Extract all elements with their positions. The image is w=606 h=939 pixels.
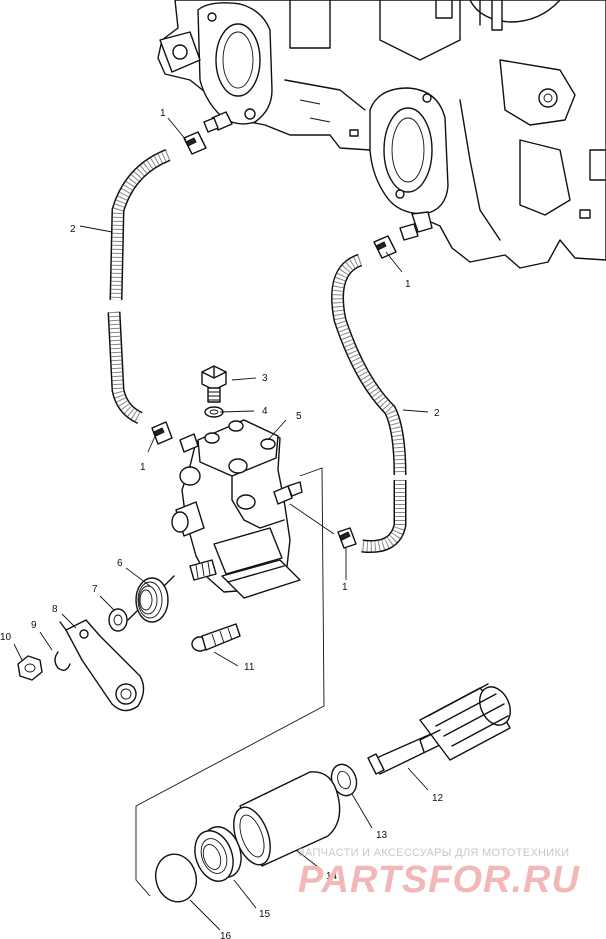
callout-7: 7 [92, 584, 98, 595]
callout-15: 15 [259, 909, 271, 920]
block-fitting-left [203, 111, 233, 133]
callout-13: 13 [376, 830, 388, 841]
banjo-bolt [201, 365, 227, 403]
callout-1-top-left: 1 [160, 108, 166, 119]
watermark-caption: ЗАПЧАСТИ И АКСЕССУАРЫ ДЛЯ МОТОТЕХНИКИ [298, 847, 569, 859]
watermark: ЗАПЧАСТИ И АКСЕССУАРЫ ДЛЯ МОТОТЕХНИКИ PA… [298, 847, 580, 901]
sealing-washer [204, 406, 224, 418]
return-spring [127, 575, 175, 623]
leader-lines [13, 117, 429, 931]
oil-pump-body [171, 419, 303, 599]
callout-1-top-right: 1 [405, 279, 411, 290]
retaining-clip [54, 651, 71, 671]
callout-1-pump-right: 1 [342, 582, 348, 593]
callout-8: 8 [52, 604, 58, 615]
callout-2-right: 2 [434, 408, 440, 419]
engine-cylinder-block [157, 0, 606, 269]
callout-11: 11 [244, 662, 255, 673]
callout-labels: 1 2 1 1 3 4 5 2 1 6 7 8 9 10 11 12 13 14… [0, 108, 444, 939]
callout-16: 16 [220, 931, 232, 939]
shaft-bushing [233, 771, 341, 867]
lock-nut [17, 655, 43, 681]
mounting-screw [191, 623, 241, 652]
assembly-reference-lines [135, 467, 335, 897]
hose-clamp-pump-right [337, 527, 357, 549]
hose-clamp-top-right [373, 235, 397, 259]
callout-4: 4 [262, 406, 268, 417]
oil-seal [194, 826, 242, 882]
callout-14: 14 [326, 871, 338, 882]
callout-12: 12 [432, 793, 444, 804]
block-fitting-right [399, 211, 433, 241]
pump-control-lever [59, 619, 145, 712]
snap-ring [155, 853, 197, 903]
hose-clamp-top-left [183, 131, 207, 155]
callout-3: 3 [262, 373, 268, 384]
pump-drive-gear-shaft [367, 683, 511, 775]
callout-6: 6 [117, 558, 123, 569]
oil-hose-left [107, 148, 171, 424]
oil-hose-right [331, 253, 407, 554]
callout-1-pump-left: 1 [140, 462, 146, 473]
watermark-logo: PARTSFOR.RU [298, 859, 580, 901]
hose-clamp-pump-left [151, 421, 173, 445]
callout-10: 10 [0, 632, 12, 643]
callout-5: 5 [296, 411, 302, 422]
callout-9: 9 [31, 620, 37, 631]
spring-washer [108, 608, 128, 632]
callout-2-left: 2 [70, 224, 76, 235]
